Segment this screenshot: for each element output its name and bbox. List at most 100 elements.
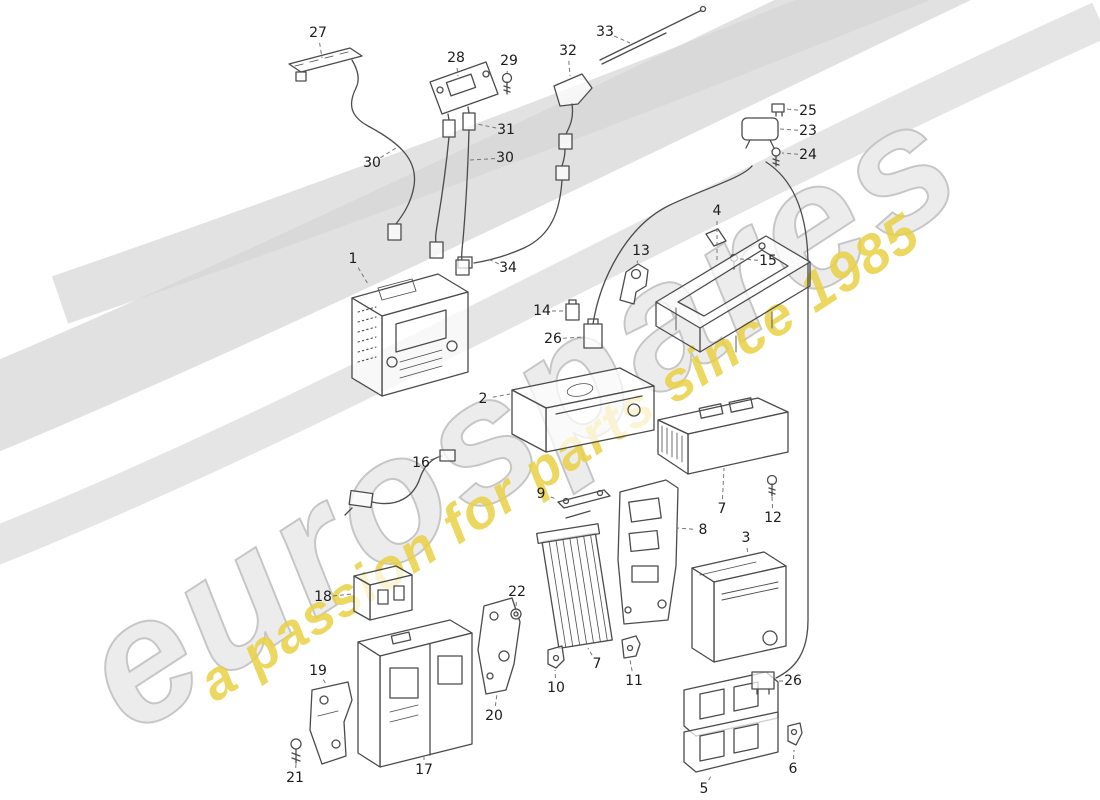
callout-7: 7: [717, 501, 727, 517]
part-30-cable-b-drawing: [429, 129, 470, 276]
callout-9: 9: [536, 486, 546, 502]
part-5-bracket-frames-drawing: [683, 671, 779, 773]
part-7-amplifier-flat-drawing: [657, 397, 789, 475]
callout-24: 24: [799, 147, 817, 163]
callout-1: 1: [348, 251, 358, 267]
part-10-clip-drawing: [547, 645, 565, 669]
leader-line-33: [613, 35, 631, 44]
leader-line-28: [456, 67, 459, 77]
leader-line-27: [319, 42, 323, 59]
leader-line-19: [322, 679, 327, 685]
callout-12: 12: [764, 510, 782, 526]
part-33-antenna-rod-drawing: [599, 5, 707, 65]
leader-line-3: [746, 547, 749, 557]
callout-13: 13: [632, 243, 650, 259]
callout-33: 33: [596, 24, 614, 40]
leader-line-24: [781, 152, 799, 155]
callout-29: 29: [500, 53, 518, 69]
callout-14: 14: [533, 303, 551, 319]
callout-6: 6: [788, 761, 798, 777]
swoosh-band-top: [51, 0, 930, 324]
callout-20: 20: [485, 708, 503, 724]
part-22-nut-drawing: [510, 608, 522, 620]
part-18-module-drawing: [353, 565, 413, 621]
leader-line-9: [550, 496, 558, 500]
callout-21: 21: [286, 770, 304, 786]
callout-8: 8: [698, 522, 708, 538]
part-8-mounting-plate-drawing: [617, 479, 679, 625]
leader-line-30: [380, 147, 397, 159]
callout-26: 26: [784, 673, 802, 689]
part-29-screw-drawing: [501, 72, 513, 95]
leader-line-7: [721, 467, 725, 500]
callout-30: 30: [496, 150, 514, 166]
leader-line-18: [332, 593, 353, 597]
leader-line-13: [636, 260, 639, 264]
callout-10: 10: [547, 680, 565, 696]
callout-26: 26: [544, 331, 562, 347]
callout-16: 16: [412, 455, 430, 471]
callout-4: 4: [712, 203, 722, 219]
part-28-bracket-plate-drawing: [429, 61, 499, 121]
callout-30: 30: [363, 155, 381, 171]
leader-line-12: [771, 496, 774, 509]
part-7-amplifier-front-drawing: [536, 510, 613, 650]
leader-line-2: [492, 393, 511, 398]
leader-line-7: [587, 647, 593, 656]
leader-line-16: [430, 455, 443, 461]
part-9-retainer-drawing: [557, 489, 611, 509]
part-16-cable-drawing: [344, 449, 456, 516]
callout-18: 18: [314, 589, 332, 605]
part-30-cable-a-drawing: [350, 87, 416, 241]
callout-31: 31: [497, 122, 515, 138]
part-26-connector-upper-drawing: [583, 318, 603, 349]
leader-line-20: [494, 693, 498, 707]
leader-line-23: [779, 128, 799, 131]
part-32-antenna-base-drawing: [553, 73, 593, 181]
callout-11: 11: [625, 673, 643, 689]
leader-line-8: [676, 527, 694, 530]
part-6-clip-drawing: [787, 722, 803, 746]
part-11-clip-drawing: [621, 635, 641, 659]
leader-line-15: [739, 258, 759, 261]
part-3-cd-changer-drawing: [691, 551, 787, 663]
leader-line-32: [568, 60, 571, 77]
part-13-bracket-drawing: [619, 263, 649, 305]
callout-2: 2: [478, 391, 488, 407]
part-1-radio-drawing: [351, 273, 469, 397]
part-21-screw-drawing: [290, 738, 302, 764]
callout-28: 28: [447, 50, 465, 66]
leader-line-1: [357, 267, 369, 285]
part-25-clip-drawing: [771, 103, 785, 117]
part-27-antenna-amplifier-drawing: [288, 47, 363, 89]
leader-line-34: [487, 258, 500, 265]
callout-32: 32: [559, 43, 577, 59]
callout-22: 22: [508, 584, 526, 600]
antenna-cable-loop-drawing: [592, 161, 809, 679]
leader-line-11: [629, 659, 633, 672]
part-24-screw-drawing: [771, 147, 781, 167]
part-20-bracket-plate-drawing: [477, 597, 521, 695]
leader-line-25: [785, 108, 799, 111]
callout-17: 17: [415, 762, 433, 778]
part-2-cd-drive-drawing: [511, 367, 655, 453]
part-17-control-unit-drawing: [357, 619, 473, 768]
swoosh-band-thin: [0, 2, 1100, 565]
callout-7: 7: [592, 656, 602, 672]
part-4-mounting-frame-drawing: [655, 228, 811, 353]
callout-5: 5: [699, 781, 709, 797]
part-14-clip-drawing: [565, 299, 580, 321]
leader-line-31: [476, 123, 497, 129]
leader-line-5: [708, 773, 713, 781]
callout-15: 15: [759, 253, 777, 269]
part-26-connector-lower-drawing: [751, 671, 775, 695]
part-19-bracket-drawing: [309, 681, 353, 765]
part-12-screw-drawing: [766, 474, 778, 497]
leader-line-26: [562, 336, 583, 339]
callout-25: 25: [799, 103, 817, 119]
callout-3: 3: [741, 530, 751, 546]
